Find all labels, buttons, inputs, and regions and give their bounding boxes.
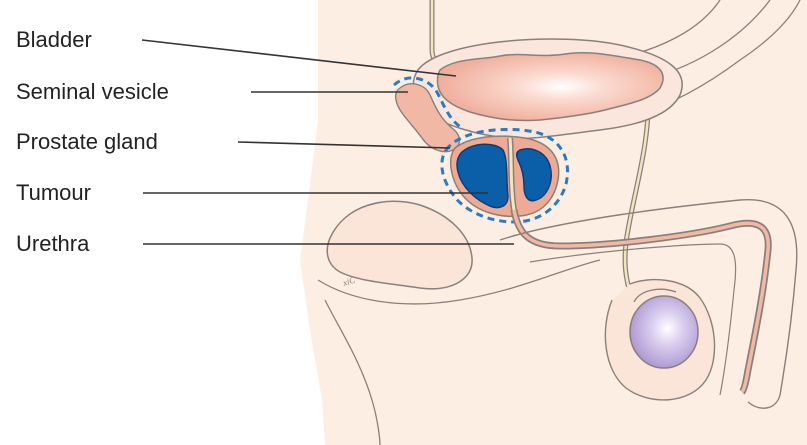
prostate-gland-label: Prostate gland: [16, 129, 158, 155]
urethra-label: Urethra: [16, 231, 89, 257]
seminal-vesicle-label: Seminal vesicle: [16, 79, 169, 105]
testis: [630, 296, 698, 368]
tumour-label: Tumour: [16, 180, 91, 206]
bladder-label: Bladder: [16, 27, 92, 53]
